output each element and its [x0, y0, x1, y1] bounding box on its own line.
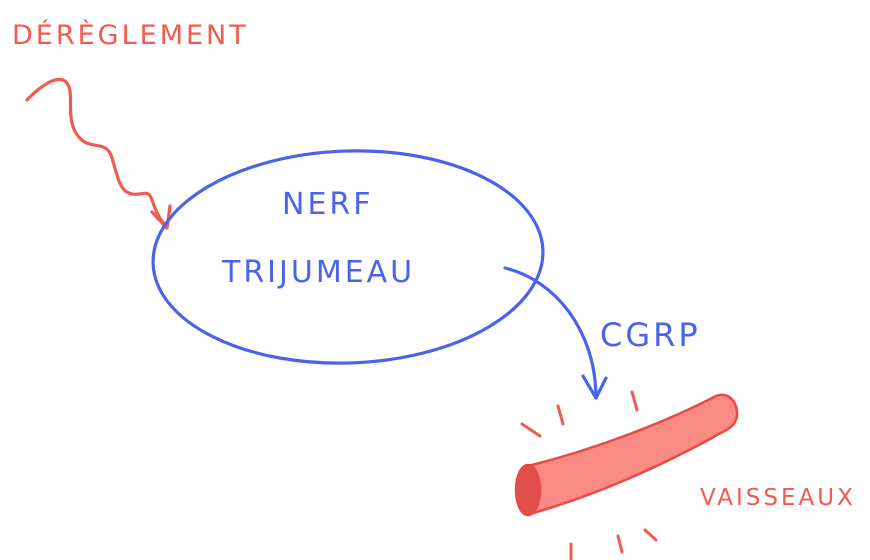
tick-2	[520, 422, 542, 438]
vessel-tube	[514, 393, 739, 517]
label-vaisseaux: VAISSEAUX	[700, 485, 856, 511]
wavy-arrow-line	[25, 77, 168, 228]
label-dereglement: DÉRÈGLEMENT	[12, 19, 249, 51]
vessel-opening	[514, 463, 542, 517]
wavy-arrow-head	[150, 204, 172, 230]
trigger-wavy-arrow	[25, 77, 172, 230]
label-cgrp: CGRP	[600, 316, 701, 354]
vessel-body	[526, 393, 739, 516]
label-trijumeau: TRIJUMEAU	[221, 255, 415, 290]
tick-6	[643, 528, 658, 542]
vessel-radiating-ticks	[520, 390, 658, 560]
cgrp-arrow	[503, 266, 608, 400]
nerve-ellipse	[151, 149, 545, 365]
tick-1	[556, 404, 565, 426]
cgrp-arrow-head	[581, 374, 608, 400]
tick-5	[616, 534, 624, 554]
cgrp-arrow-line	[503, 266, 598, 398]
tick-3	[630, 390, 639, 412]
label-nerf: NERF	[282, 187, 374, 222]
